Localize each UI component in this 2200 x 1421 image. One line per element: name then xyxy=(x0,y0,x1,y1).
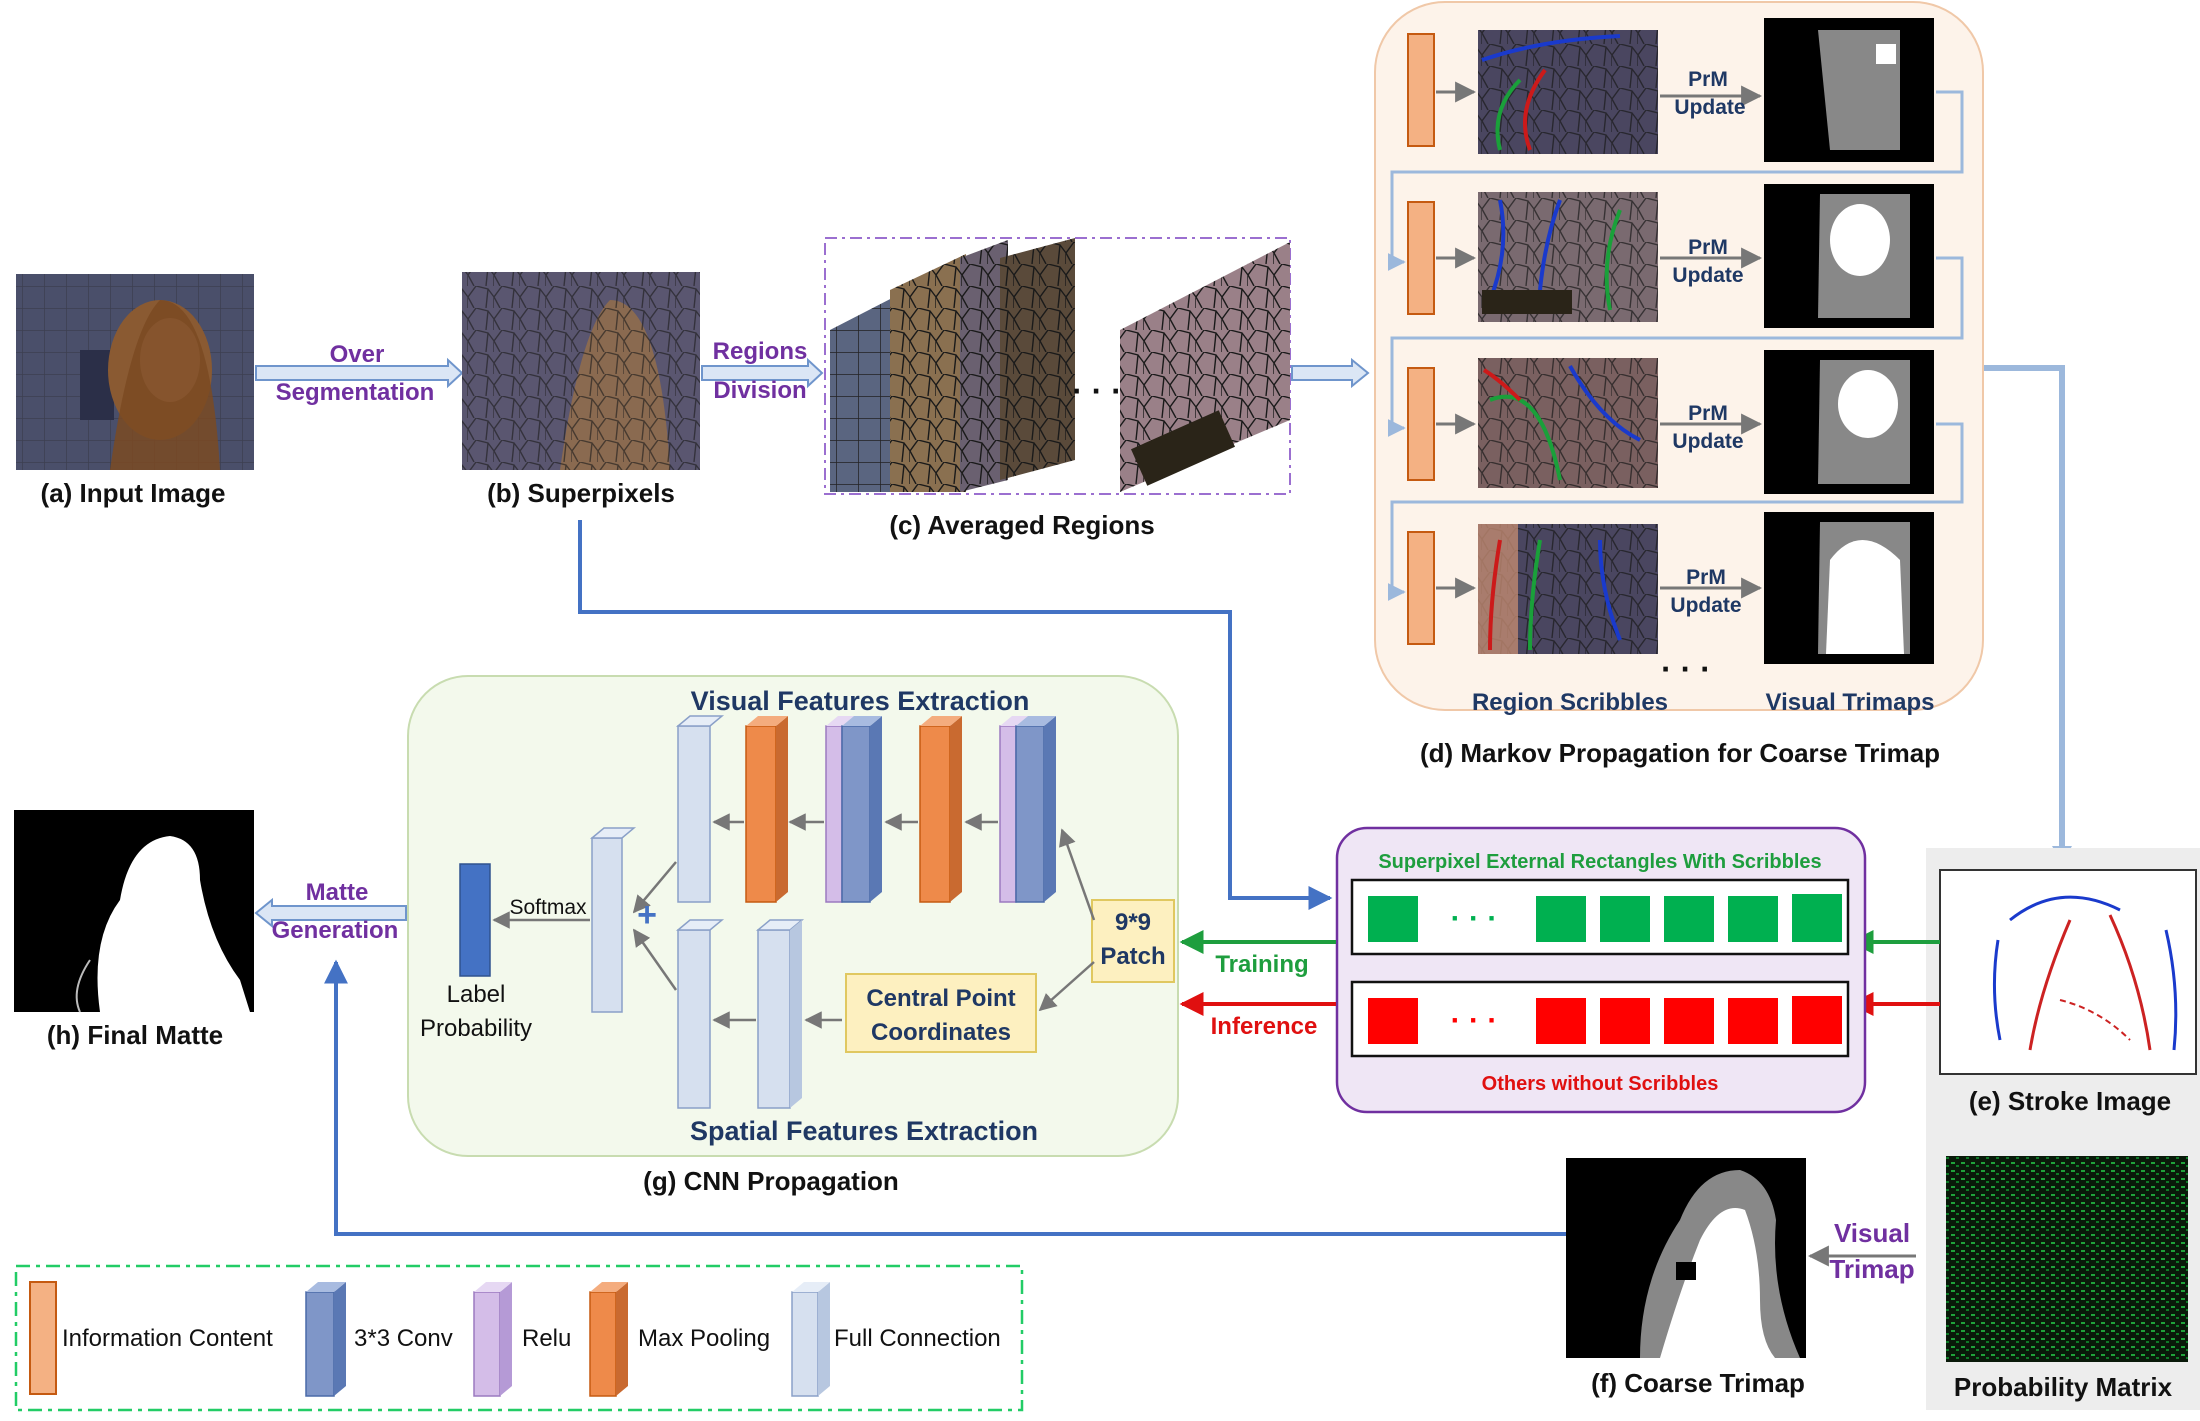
spatial-to-fusion-arrow xyxy=(632,928,678,991)
caption-cnn: (g) CNN Propagation xyxy=(643,1166,899,1196)
cnn-fusion-fc-block xyxy=(589,827,637,1013)
caption-averaged-regions: (c) Averaged Regions xyxy=(889,510,1154,540)
label-regions: Regions xyxy=(713,338,808,365)
fusion-plus-icon: + xyxy=(637,896,657,934)
matte-generation-arrow xyxy=(254,897,407,929)
caption-markov: (d) Markov Propagation for Coarse Trimap xyxy=(1420,738,1940,768)
update-label-3: Update xyxy=(1672,430,1743,453)
visual-features-title: Visual Features Extraction xyxy=(691,686,1030,716)
label-visual: Visual xyxy=(1834,1218,1910,1248)
patch-to-visual-arrow xyxy=(1059,828,1096,921)
update-label-2: Update xyxy=(1672,264,1743,287)
markov-row-1 xyxy=(1407,18,1934,162)
markov-to-stroke-arrow xyxy=(1984,365,2065,860)
inference-label: Inference xyxy=(1211,1013,1318,1040)
visual-trimaps-label: Visual Trimaps xyxy=(1766,689,1935,716)
input-image xyxy=(16,274,254,470)
green-rects xyxy=(1368,894,1842,942)
central-point-box xyxy=(845,973,1037,1053)
caption-input-image: (a) Input Image xyxy=(41,478,226,508)
training-label: Training xyxy=(1215,951,1308,978)
red-rects xyxy=(1368,996,1842,1044)
regions-to-markov-arrow xyxy=(1291,357,1370,389)
caption-probability-matrix: Probability Matrix xyxy=(1954,1372,2173,1402)
legend-pool-swatch xyxy=(589,1282,628,1397)
visual-to-fusion-arrow xyxy=(632,861,677,914)
label-division: Division xyxy=(713,377,806,404)
label-trimap: Trimap xyxy=(1829,1254,1914,1284)
prm-label-1: PrM xyxy=(1688,68,1728,91)
markov-row-3 xyxy=(1407,350,1934,494)
patch-line-1: 9*9 xyxy=(1115,909,1151,936)
superpixels-image xyxy=(462,272,700,470)
caption-final-matte: (h) Final Matte xyxy=(47,1020,223,1050)
markov-flow-1 xyxy=(1387,90,1964,271)
label-segmentation: Segmentation xyxy=(276,379,435,406)
cnn-relu-conv-block-1 xyxy=(825,716,882,903)
central-point-line-1: Central Point xyxy=(866,985,1015,1012)
legend-info-label: Information Content xyxy=(62,1325,273,1352)
legend-fc-label: Full Connection xyxy=(834,1325,1001,1352)
prm-label-4: PrM xyxy=(1686,566,1726,589)
coarse-trimap-image xyxy=(1566,1158,1806,1358)
superpixel-top-title: Superpixel External Rectangles With Scri… xyxy=(1378,851,1821,873)
over-segmentation-arrow xyxy=(255,357,464,389)
cnn-relu-conv-block-2 xyxy=(999,716,1056,903)
softmax-label: Softmax xyxy=(509,896,587,919)
legend-conv-label: 3*3 Conv xyxy=(354,1325,453,1352)
averaged-regions-group xyxy=(824,237,1291,495)
red-ellipsis: · · · xyxy=(1451,1004,1498,1037)
label-generation: Generation xyxy=(272,917,399,944)
superpixels-to-box-line xyxy=(578,520,1333,910)
cnn-pool-block-2 xyxy=(919,716,962,903)
prm-label-3: PrM xyxy=(1688,402,1728,425)
markov-row-2 xyxy=(1407,184,1934,328)
cnn-pool-block-1 xyxy=(745,716,788,903)
legend-relu-swatch xyxy=(473,1282,512,1397)
caption-stroke-image: (e) Stroke Image xyxy=(1969,1086,2171,1116)
region-scribbles-label: Region Scribbles xyxy=(1472,689,1668,716)
cnn-fc-block-top xyxy=(675,715,725,903)
legend-conv-swatch xyxy=(305,1282,346,1397)
label-probability-line-2: Probability xyxy=(420,1015,532,1042)
legend-fc-swatch xyxy=(791,1282,830,1397)
patch-to-central-arrow xyxy=(1038,961,1095,1012)
ellipsis-regions: · · · xyxy=(1072,373,1122,409)
update-label-1: Update xyxy=(1674,96,1745,119)
markov-flow-2 xyxy=(1387,256,1964,437)
legend-pool-label: Max Pooling xyxy=(638,1325,770,1352)
regions-division-arrow xyxy=(701,357,824,389)
stroke-panel xyxy=(1926,848,2200,1410)
update-label-4: Update xyxy=(1670,594,1741,617)
central-point-line-2: Coordinates xyxy=(871,1019,1011,1046)
legend-info-swatch xyxy=(29,1281,57,1395)
label-probability-block xyxy=(459,863,491,977)
cnn-fc-block-bottom-2 xyxy=(755,919,805,1109)
legend-relu-label: Relu xyxy=(522,1325,571,1352)
caption-coarse-trimap: (f) Coarse Trimap xyxy=(1591,1368,1805,1398)
patch-line-2: Patch xyxy=(1100,943,1165,970)
markov-row-4 xyxy=(1407,512,1934,664)
caption-superpixels: (b) Superpixels xyxy=(487,478,675,508)
markov-ellipsis: · · · xyxy=(1661,651,1711,687)
superpixel-bottom-title: Others without Scribbles xyxy=(1482,1073,1719,1095)
cnn-fc-block-bottom-1 xyxy=(675,919,725,1109)
label-over: Over xyxy=(330,341,385,368)
label-probability-line-1: Label xyxy=(447,981,506,1008)
green-ellipsis: · · · xyxy=(1451,902,1498,935)
trimap-to-matte-line xyxy=(324,959,1566,1236)
markov-flow-3 xyxy=(1387,422,1964,601)
prm-label-2: PrM xyxy=(1688,236,1728,259)
spatial-features-title: Spatial Features Extraction xyxy=(690,1116,1038,1146)
legend-box xyxy=(14,1264,1024,1412)
label-matte: Matte xyxy=(306,879,369,906)
patch-box xyxy=(1091,899,1175,983)
final-matte-image xyxy=(14,810,254,1013)
